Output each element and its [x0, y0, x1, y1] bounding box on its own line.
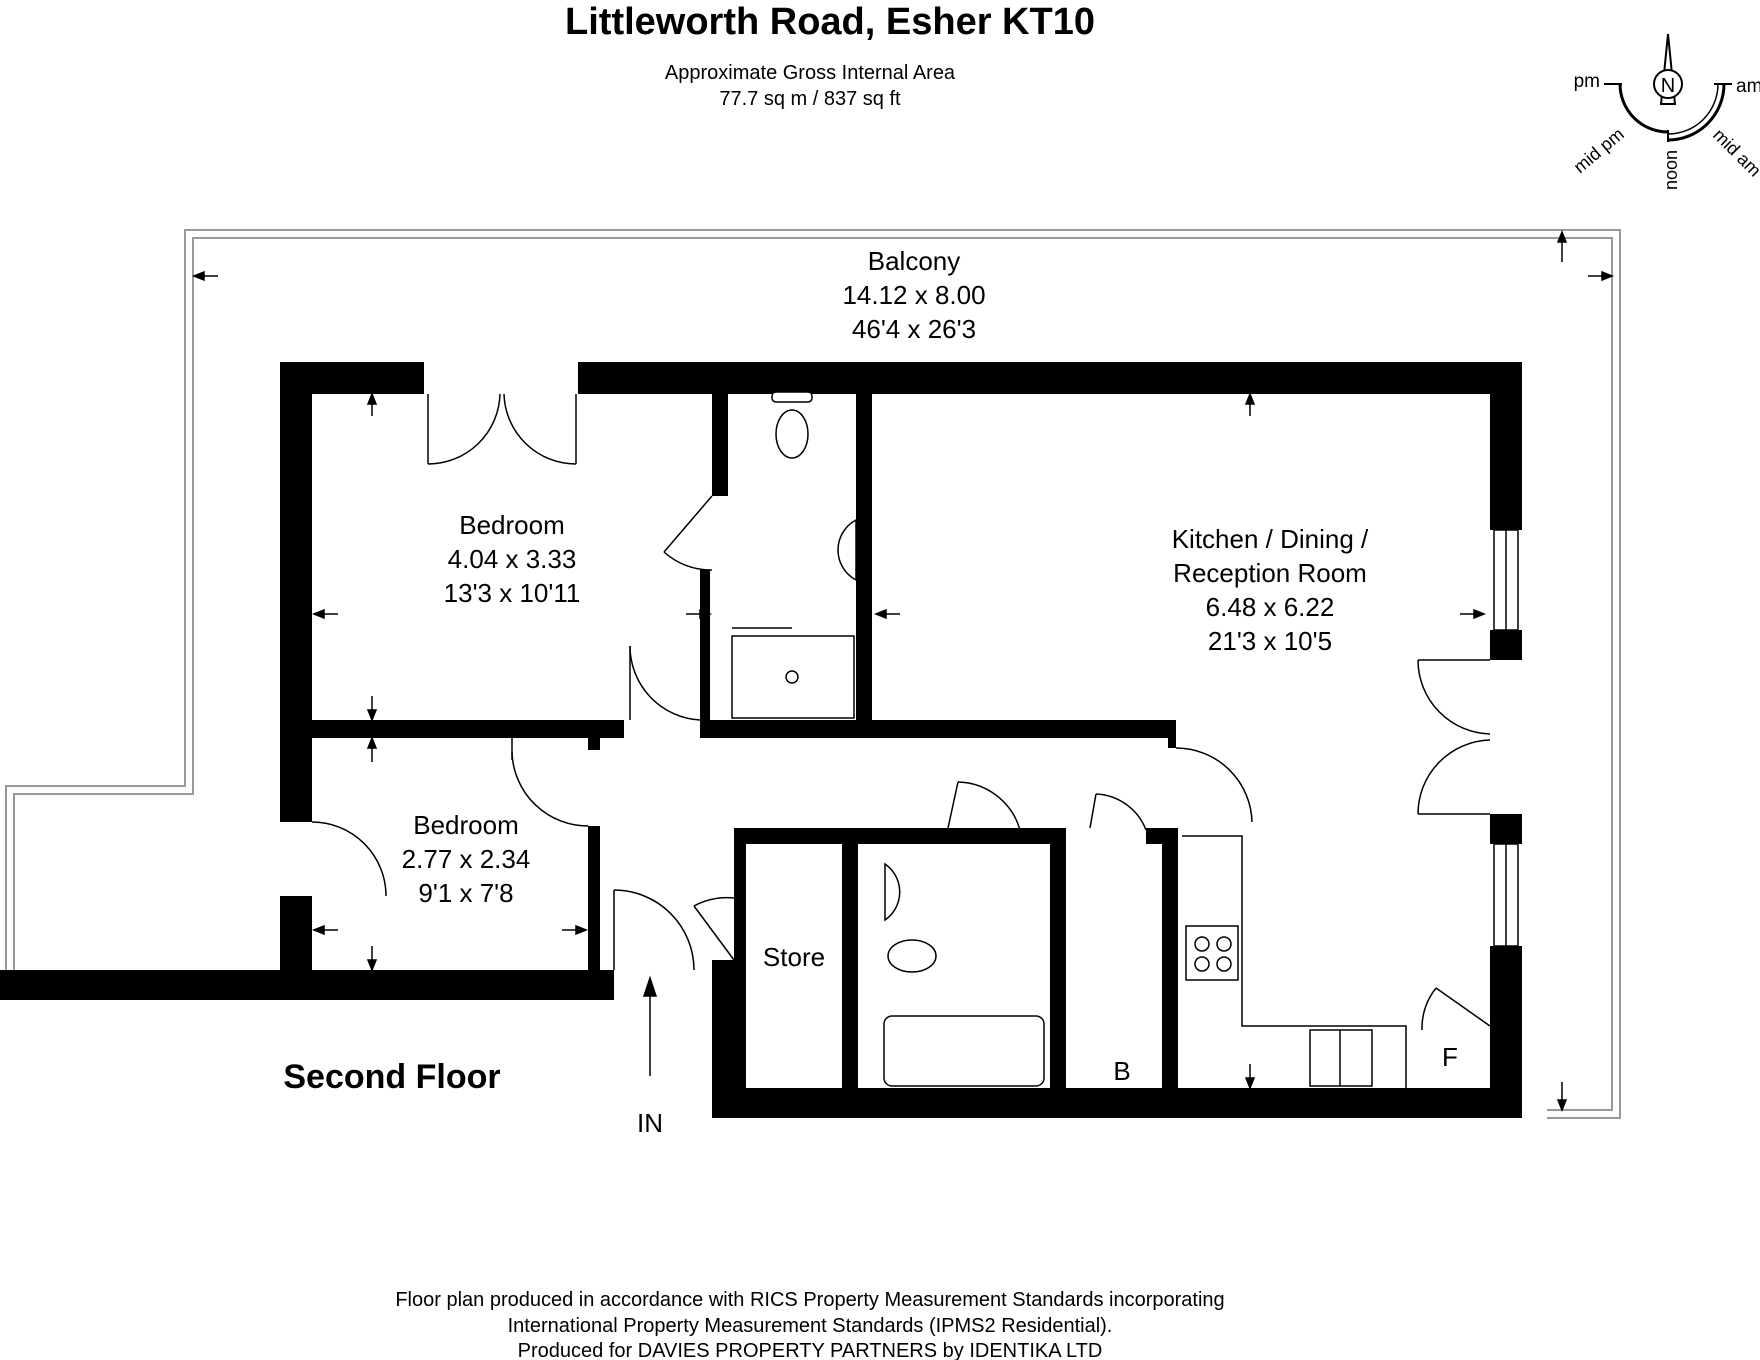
kitchen-name-line2: Reception Room	[1173, 558, 1367, 588]
doors	[311, 393, 1491, 1031]
compass-north-circle	[1653, 69, 1683, 99]
dimension-arrows	[191, 229, 1615, 1113]
bedroom-2-name: Bedroom	[413, 810, 519, 840]
fixtures	[731, 391, 1407, 1088]
compass-mid-am-label: mid am	[1709, 125, 1760, 181]
bath-icon	[883, 1015, 1045, 1087]
bedroom-1-imperial: 13'3 x 10'11	[444, 578, 581, 608]
compass-arc-am	[1667, 83, 1726, 142]
kitchen-counter	[1182, 835, 1407, 1088]
hob-icon	[1194, 936, 1210, 952]
fridge-label: F	[1442, 1042, 1458, 1072]
toilet-icon-2	[887, 939, 937, 973]
walls	[0, 362, 1522, 1118]
kitchen-metric: 6.48 x 6.22	[1206, 592, 1335, 622]
compass-pm-label: pm	[1574, 71, 1600, 92]
kitchen-name-line1: Kitchen / Dining /	[1172, 524, 1369, 554]
balcony-name: Balcony	[868, 246, 961, 276]
windows	[1493, 529, 1519, 947]
entrance-label: IN	[637, 1108, 663, 1138]
balcony-metric: 14.12 x 8.00	[842, 280, 985, 310]
entrance-arrow-icon	[642, 975, 658, 1076]
area-value: 77.7 sq m / 837 sq ft	[719, 88, 901, 110]
area-label: Approximate Gross Internal Area	[665, 62, 956, 84]
bedroom-2-imperial: 9'1 x 7'8	[418, 878, 513, 908]
bedroom-1-name: Bedroom	[459, 510, 565, 540]
compass-north-label: N	[1661, 75, 1675, 97]
balcony-imperial: 46'4 x 26'3	[852, 314, 976, 344]
bedroom-2-metric: 2.77 x 2.34	[402, 844, 531, 874]
basin-icon-2	[884, 862, 901, 922]
compass-noon-label: noon	[1661, 150, 1681, 190]
sink-icon	[1309, 1029, 1373, 1087]
footer-line-2: International Property Measurement Stand…	[508, 1315, 1113, 1337]
boiler-label: B	[1113, 1056, 1130, 1086]
toilet-icon	[775, 409, 809, 459]
page-title: Littleworth Road, Esher KT10	[565, 1, 1095, 43]
compass-am-label: am	[1736, 76, 1760, 97]
basin-icon	[837, 518, 857, 582]
store-name: Store	[763, 942, 825, 972]
footer-line-1: Floor plan produced in accordance with R…	[395, 1289, 1224, 1311]
compass-arc-pm	[1618, 83, 1669, 134]
footer-line-3: Produced for DAVIES PROPERTY PARTNERS by…	[518, 1340, 1103, 1360]
compass-mid-pm-label: mid pm	[1570, 124, 1628, 177]
floor-label: Second Floor	[283, 1058, 500, 1096]
balcony	[5, 229, 1621, 1119]
compass-arc-am-inner	[1667, 83, 1719, 135]
bedroom-1-metric: 4.04 x 3.33	[448, 544, 577, 574]
compass: N pm am mid pm noon mid am	[1570, 33, 1760, 190]
kitchen-imperial: 21'3 x 10'5	[1208, 626, 1332, 656]
